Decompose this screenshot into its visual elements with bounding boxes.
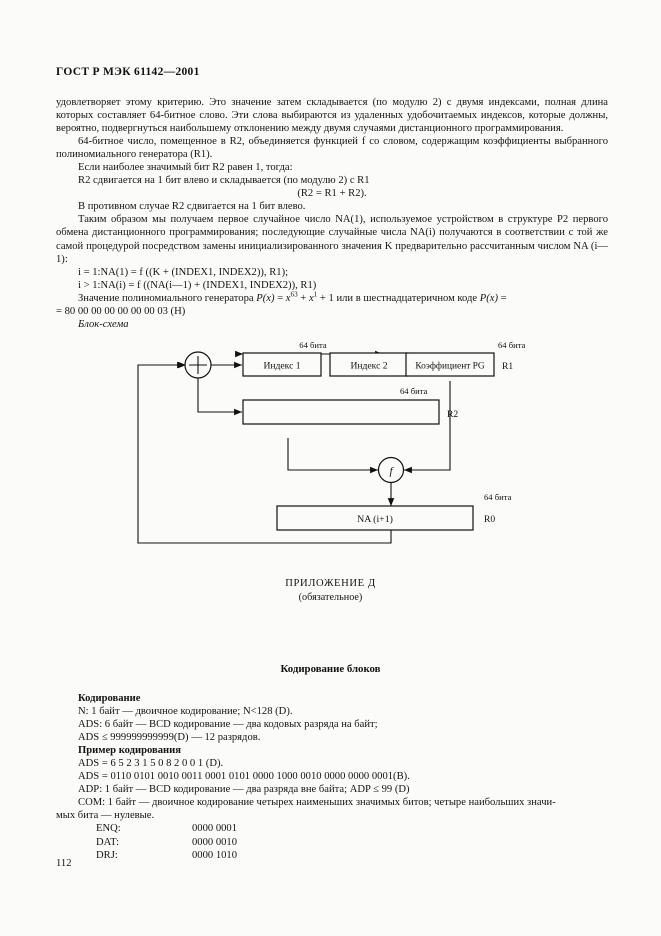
label-register-r0: R0 bbox=[484, 514, 495, 525]
coding-line-ads-example-d: ADS = 6 5 2 3 1 5 0 8 2 0 0 1 (D). bbox=[78, 758, 224, 770]
coding-line-n: N: 1 байт — двоичное кодирование; N<128 … bbox=[78, 706, 293, 718]
box-index-1: Индекс 1 bbox=[242, 352, 322, 377]
poly-px-2: P(x) bbox=[479, 292, 499, 304]
coding-heading-1: Кодирование bbox=[78, 693, 141, 704]
function-f-node: f bbox=[377, 456, 405, 484]
label-width-r1: 64 бита bbox=[498, 340, 526, 350]
block-diagram: f Индекс 1 Индекс 2 Коэффициент PG bbox=[0, 332, 661, 572]
appendix-subtitle: (обязательное) bbox=[298, 592, 363, 603]
diagram-caption: Блок-схема bbox=[78, 318, 129, 330]
poly-text-d: + 1 или в шестнадцатеричном коде bbox=[317, 292, 480, 304]
poly-text-a: Значение полиномиального генератора bbox=[78, 292, 257, 304]
coding-section: Кодирование N: 1 байт — двоичное кодиров… bbox=[56, 692, 608, 862]
code-key: DAT: bbox=[96, 836, 120, 848]
label-width-top: 64 бита bbox=[299, 340, 327, 350]
coding-line-ads-1: ADS: 6 байт — BCD кодирование — два кодо… bbox=[78, 719, 378, 731]
code-row: DRJ: 0000 1010 bbox=[96, 849, 237, 862]
label-register-r1: R1 bbox=[502, 361, 513, 372]
code-row: ENQ: 0000 0001 bbox=[96, 822, 237, 835]
paragraph-polynomial: Значение полиномиального генератора P(x)… bbox=[56, 290, 608, 305]
paragraph-1: удовлетворяет этому критерию. Это значен… bbox=[56, 97, 608, 135]
page-number: 112 bbox=[56, 858, 72, 869]
box-na-next: NA (i+1) bbox=[276, 505, 474, 531]
poly-eq-2: = bbox=[498, 292, 507, 304]
formula-na1: i = 1:NA(1) = f ((K + (INDEX1, INDEX2)),… bbox=[78, 266, 289, 278]
paragraph-4: R2 сдвигается на 1 бит влево и складывае… bbox=[78, 175, 370, 187]
poly-exp-1: 1 bbox=[313, 290, 318, 299]
poly-plus-1: + bbox=[297, 292, 309, 304]
code-value: 0000 0010 bbox=[192, 836, 238, 848]
document-header-standard-id: ГОСТ Р МЭК 61142—2001 bbox=[56, 66, 200, 78]
coding-line-adp: ADP: 1 байт — BCD кодирование — два разр… bbox=[78, 784, 410, 796]
formula-nai: i > 1:NA(i) = f ((NA(i—1) + (INDEX1, IND… bbox=[78, 279, 317, 291]
svg-text:Коэффициент PG: Коэффициент PG bbox=[415, 361, 485, 372]
body-text-column: удовлетворяет этому критерию. Это значен… bbox=[56, 96, 608, 331]
section-title: Кодирование блоков bbox=[280, 663, 381, 675]
label-register-r2: R2 bbox=[447, 409, 458, 420]
paragraph-3: Если наиболее значимый бит R2 равен 1, т… bbox=[78, 162, 293, 174]
paragraph-polynomial-hex: = 80 00 00 00 00 00 00 03 (H) bbox=[56, 305, 186, 317]
poly-eq-1: = bbox=[274, 292, 286, 304]
svg-text:Индекс 2: Индекс 2 bbox=[350, 361, 387, 372]
box-coefficient-pg: Коэффициент PG bbox=[405, 352, 495, 377]
code-row: DAT: 0000 0010 bbox=[96, 836, 237, 849]
box-register-r2 bbox=[242, 399, 440, 425]
coding-line-ads-2: ADS ≤ 999999999999(D) — 12 разрядов. bbox=[78, 732, 261, 744]
xor-gate bbox=[184, 351, 212, 379]
code-key: ENQ: bbox=[96, 823, 121, 835]
svg-text:Индекс 1: Индекс 1 bbox=[263, 361, 300, 372]
label-width-r0: 64 бита bbox=[484, 492, 512, 502]
paragraph-6: В противном случае R2 сдвигается на 1 би… bbox=[78, 201, 306, 213]
coding-line-com: COM: 1 байт — двоичное кодирование четыр… bbox=[78, 797, 556, 809]
code-key: DRJ: bbox=[96, 849, 118, 861]
appendix-title: ПРИЛОЖЕНИЕ Д bbox=[285, 578, 376, 589]
poly-exp-63: 63 bbox=[290, 290, 298, 299]
code-value: 0000 1010 bbox=[192, 849, 238, 861]
formula-r2: (R2 = R1 + R2). bbox=[297, 188, 367, 200]
box-index-2: Индекс 2 bbox=[329, 352, 409, 377]
svg-text:f: f bbox=[389, 466, 394, 478]
coding-line-com-cont: мых бита — нулевые. bbox=[56, 810, 155, 822]
svg-text:NA (i+1): NA (i+1) bbox=[357, 514, 393, 525]
poly-px-1: P(x) bbox=[256, 292, 275, 304]
coding-line-ads-example-b: ADS = 0110 0101 0010 0011 0001 0101 0000… bbox=[78, 771, 410, 783]
paragraph-7: Таким образом мы получаем первое случайн… bbox=[56, 214, 608, 265]
poly-x-1: x bbox=[308, 292, 314, 304]
label-width-r2: 64 бита bbox=[400, 386, 428, 396]
coding-heading-2: Пример кодирования bbox=[78, 745, 181, 757]
paragraph-2: 64-битное число, помещенное в R2, объеди… bbox=[56, 136, 608, 161]
poly-x-63: x bbox=[285, 292, 291, 304]
code-value: 0000 0001 bbox=[192, 823, 238, 835]
